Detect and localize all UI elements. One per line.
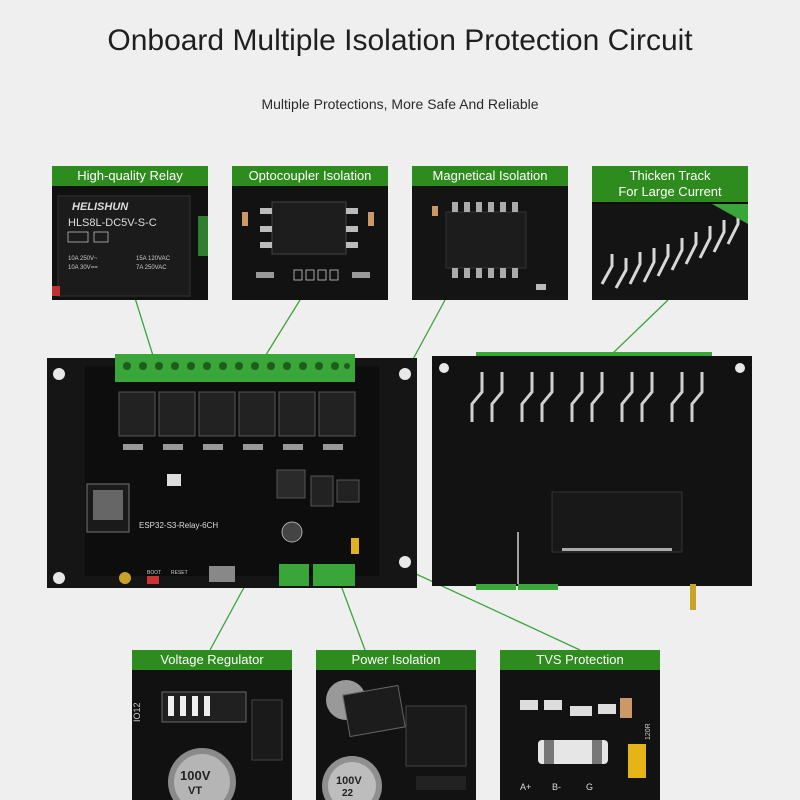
regulator-silk-label: IO12 [132,702,142,722]
tvs-pin-g: G [586,782,593,792]
card-tvs-title: TVS Protection [500,650,660,670]
card-magnetic: Magnetical Isolation [412,166,568,300]
board-model-label: ESP32-S3-Relay-6CH [139,521,218,530]
magnetic-isolator-closeup-image [412,186,568,300]
card-optocoupler-title: Optocoupler Isolation [232,166,388,186]
regulator-cap-line1: 100V [180,768,211,783]
tvs-silk-resistor: 120R [645,723,652,740]
power-isolation-closeup-image: 100V 22 [316,670,476,800]
relay-rating-right-2: 7A 250VAC [136,265,167,271]
board-front: ESP32-S3-Relay-6CH BOOT RESET [47,352,417,590]
power-cap-line2: 22 [342,788,354,799]
board-front-image: ESP32-S3-Relay-6CH BOOT RESET [47,354,417,588]
card-track-title: Thicken Track For Large Current [592,166,748,202]
relay-brand: HELISHUN [72,201,129,213]
relay-closeup-image: HELISHUN HLS8L-DC5V-S-C 10A 250V~ 10A 30… [52,186,208,300]
card-track-title-line1: Thicken Track [629,168,711,183]
boot-label: BOOT [147,570,161,576]
card-power-title: Power Isolation [316,650,476,670]
card-power: Power Isolation 100V 22 [316,650,476,800]
tvs-pin-b: B- [552,782,561,792]
card-track-title-line2: For Large Current [618,184,722,199]
page-title: Onboard Multiple Isolation Protection Ci… [107,24,693,57]
card-relay-title: High-quality Relay [52,166,208,186]
tvs-closeup-image: 120R A+ B- G [500,670,660,800]
card-track: Thicken Track For Large Current [592,166,748,300]
thick-track-closeup-image [592,204,748,300]
card-regulator-title: Voltage Regulator [132,650,292,670]
relay-rating-left-1: 10A 250V~ [68,256,98,262]
board-back [432,352,752,614]
regulator-cap-line2: VT [188,785,202,797]
card-regulator: Voltage Regulator IO12 100V VT [132,650,292,800]
board-back-image [432,352,752,610]
reset-label: RESET [171,570,188,576]
card-tvs: TVS Protection 120R A+ B- G [500,650,660,800]
relay-model: HLS8L-DC5V-S-C [68,217,157,229]
relay-rating-right-1: 15A 120VAC [136,256,171,262]
page-subtitle: Multiple Protections, More Safe And Reli… [261,96,539,112]
optocoupler-closeup-image [232,186,388,300]
power-cap-line1: 100V [336,775,362,787]
tvs-pin-a: A+ [520,782,531,792]
card-optocoupler: Optocoupler Isolation [232,166,388,300]
relay-rating-left-2: 10A 30V== [68,265,98,271]
card-relay: High-quality Relay HELISHUN HLS8L-DC5V-S… [52,166,208,300]
regulator-closeup-image: IO12 100V VT [132,670,292,800]
card-magnetic-title: Magnetical Isolation [412,166,568,186]
